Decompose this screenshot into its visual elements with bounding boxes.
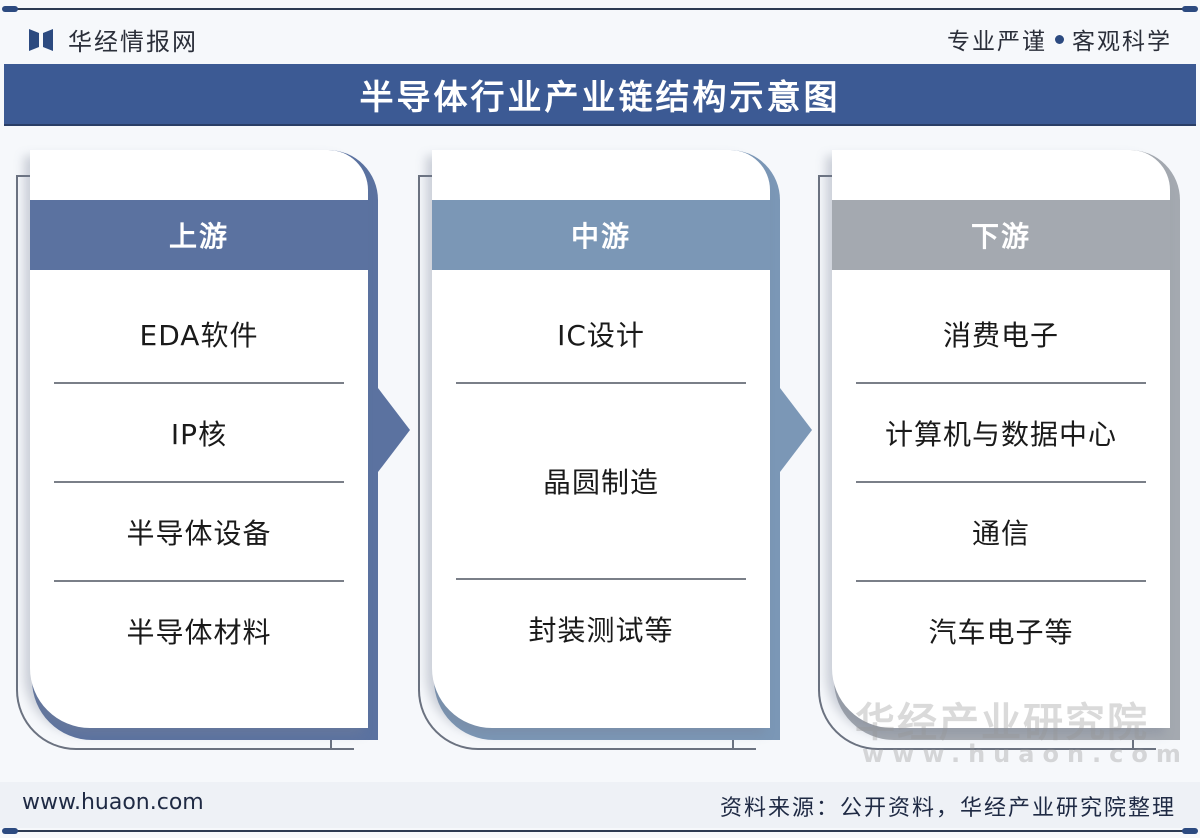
divider [456,382,746,384]
list-item: IC设计 [557,318,645,352]
divider [856,481,1146,483]
list-item: EDA软件 [139,318,259,352]
brand: 华经情报网 [28,22,198,57]
list-item: 消费电子 [942,318,1059,352]
column-header-label: 中游 [570,220,631,253]
slogan-right: 客观科学 [1072,29,1172,55]
column-header: 中游 [432,200,770,270]
list-item: IP核 [170,417,228,451]
item-list: 消费电子 计算机与数据中心 通信 汽车电子等 [832,285,1170,679]
bottom-rule-cap [2,828,18,834]
list-item: 通信 [971,516,1030,550]
list-item: 封装测试等 [528,613,674,647]
top-rule-cap [2,6,18,12]
footer-source: 资料来源：公开资料，华经产业研究院整理 [719,796,1176,821]
divider [54,481,344,483]
divider [54,382,344,384]
divider [456,578,746,580]
column-header-label: 上游 [168,220,229,253]
brand-logo-icon [28,27,54,53]
divider [54,580,344,582]
divider [856,382,1146,384]
top-rule [4,8,1196,10]
list-item: 晶圆制造 [542,466,659,499]
list-item: 计算机与数据中心 [884,417,1117,451]
page-title: 半导体行业产业链结构示意图 [359,77,841,118]
brand-name: 华经情报网 [68,28,198,56]
column-downstream: 下游 消费电子 计算机与数据中心 通信 汽车电子等 [818,150,1180,750]
list-item: 汽车电子等 [928,615,1074,649]
column-header: 上游 [30,200,368,270]
title-bar: 半导体行业产业链结构示意图 [4,64,1196,126]
arrow-right-icon [780,388,812,472]
divider [856,580,1146,582]
slogan-left: 专业严谨 [947,29,1047,55]
watermark-text: 华经产业研究院 [855,700,1149,746]
item-list: EDA软件 IP核 半导体设备 半导体材料 [30,285,368,679]
footer [0,782,1200,828]
column-upstream: 上游 EDA软件 IP核 半导体设备 半导体材料 [16,150,378,750]
bullet-dot-icon [1055,34,1064,44]
arrow-right-icon [378,388,410,472]
column-header-label: 下游 [970,220,1031,253]
item-list: IC设计 晶圆制造 封装测试等 [432,285,770,677]
bottom-rule [4,830,1196,832]
bottom-rule-cap [1182,828,1198,834]
footer-url[interactable]: www.huaon.com [22,790,204,815]
watermark-url: www.huaon.com [862,740,1189,768]
column-header: 下游 [832,200,1170,270]
top-rule-cap [1182,6,1198,12]
list-item: 半导体材料 [126,615,272,649]
slogan: 专业严谨 客观科学 [947,22,1172,56]
column-midstream: 中游 IC设计 晶圆制造 封装测试等 [418,150,780,750]
list-item: 半导体设备 [126,516,272,550]
